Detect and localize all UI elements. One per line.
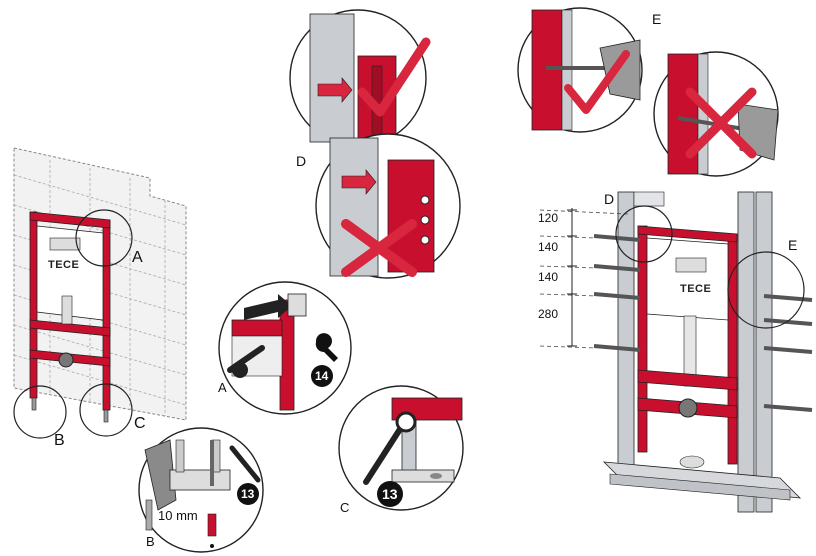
detail-circle-a <box>75 209 133 267</box>
label-e: E <box>652 11 661 27</box>
detail-b-drill <box>138 427 264 553</box>
detail-circle-b <box>13 385 67 439</box>
drill-depth-label: 10 mm <box>158 508 198 523</box>
label-a-small: A <box>218 380 227 395</box>
spacing-280: 280 <box>538 307 558 321</box>
left-frame: TECE <box>29 211 111 423</box>
label-e-right: E <box>788 237 797 253</box>
detail-c-foot <box>338 385 464 511</box>
badge-13-b <box>237 483 259 505</box>
bolts-left <box>593 234 641 352</box>
spacing-120: 120 <box>538 211 558 225</box>
dimension-lines <box>539 209 629 349</box>
right-frame: TECE <box>637 225 738 469</box>
spacing-140-a: 140 <box>538 240 558 254</box>
label-b-small: B <box>146 534 155 549</box>
wrench-14-icon <box>315 333 338 362</box>
label-a: A <box>132 249 143 266</box>
label-d: D <box>296 153 306 169</box>
detail-d-correct <box>289 9 431 147</box>
badge-13-c-text: 13 <box>382 486 398 502</box>
detail-e-wrong <box>653 51 779 177</box>
badge-13-c <box>377 481 403 507</box>
badge-14-text: 14 <box>315 369 329 383</box>
detail-a-tighten <box>218 281 352 415</box>
steel-studs <box>602 191 802 513</box>
right-brand-label: TECE <box>680 283 711 295</box>
badge-14 <box>311 365 333 387</box>
detail-d-wrong <box>315 133 461 279</box>
left-brand-label: TECE <box>48 259 79 271</box>
label-d-right: D <box>604 191 614 207</box>
label-c: C <box>134 415 146 432</box>
detail-circle-c <box>79 383 133 437</box>
label-c-small: C <box>340 500 349 515</box>
bolts-right <box>763 294 813 412</box>
label-b: B <box>54 432 65 449</box>
detail-circle-e-right <box>727 251 805 329</box>
dimension-arrow <box>567 208 577 347</box>
spacing-140-b: 140 <box>538 270 558 284</box>
badge-13-b-text: 13 <box>241 487 255 501</box>
detail-circle-d-right <box>615 205 673 263</box>
detail-e-correct <box>517 7 643 133</box>
